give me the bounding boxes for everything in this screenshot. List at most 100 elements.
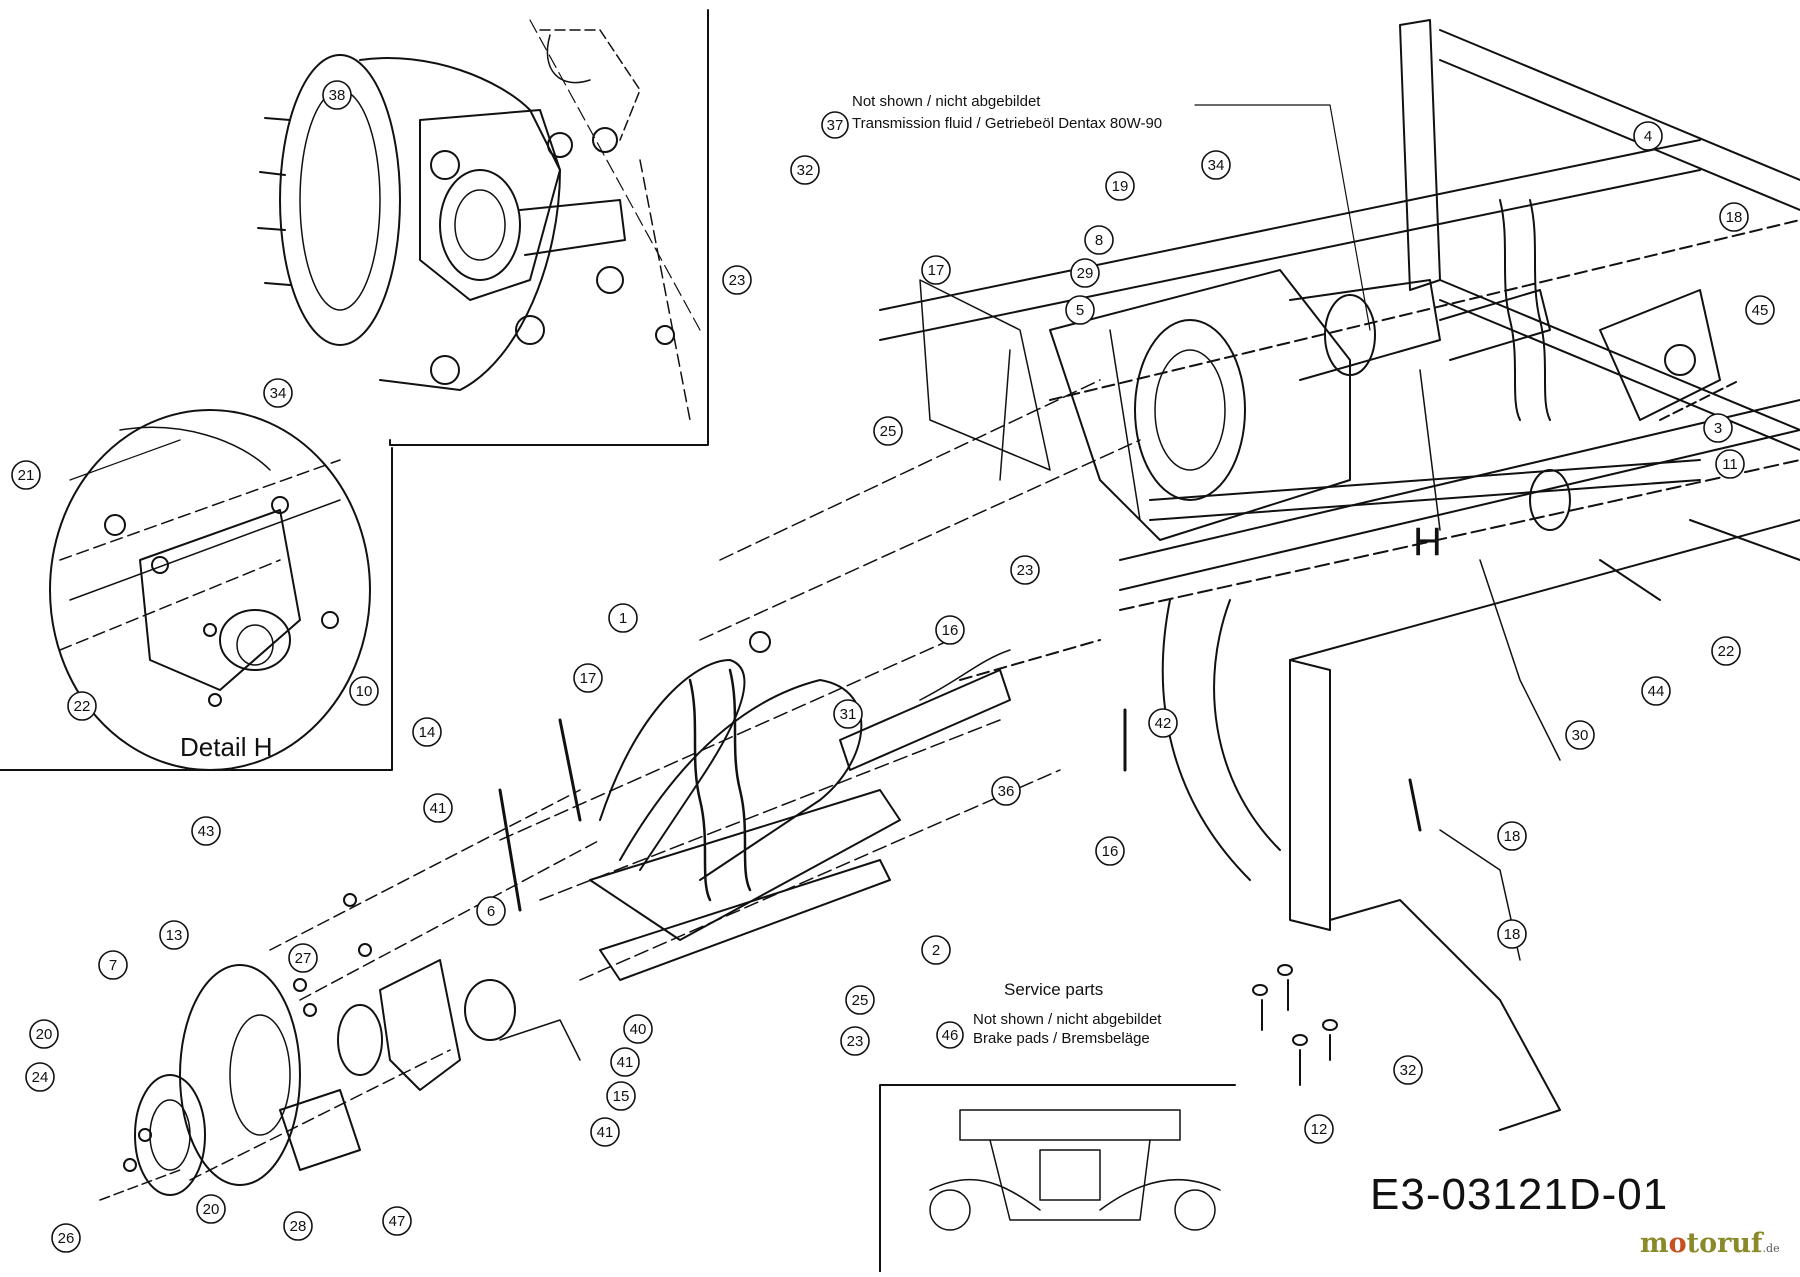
callout-number: 4 bbox=[1644, 128, 1652, 145]
callout-number: 24 bbox=[32, 1069, 49, 1086]
callout-number: 27 bbox=[295, 950, 312, 967]
callout-29: 29 bbox=[1070, 258, 1100, 288]
transmission-assembly bbox=[1049, 199, 1741, 541]
callout-23: 23 bbox=[840, 1026, 870, 1056]
callout-12: 12 bbox=[1304, 1114, 1334, 1144]
inset-detail-h bbox=[0, 409, 393, 771]
callout-16: 16 bbox=[1095, 836, 1125, 866]
callout-number: 25 bbox=[880, 423, 897, 440]
brand-logo: motoruf.de bbox=[1640, 1228, 1780, 1259]
callout-circle bbox=[288, 943, 318, 973]
callout-circle bbox=[845, 985, 875, 1015]
callout-42: 42 bbox=[1148, 708, 1178, 738]
callout-number: 12 bbox=[1311, 1121, 1328, 1138]
callout-circle bbox=[322, 80, 352, 110]
detail-h-label: Detail H bbox=[180, 732, 273, 762]
callout-circle bbox=[1641, 676, 1671, 706]
callout-8: 8 bbox=[1084, 225, 1114, 255]
callout-circle bbox=[873, 416, 903, 446]
callout-23: 23 bbox=[1010, 555, 1040, 585]
callout-number: 32 bbox=[1400, 1062, 1417, 1079]
callout-number: 26 bbox=[58, 1230, 75, 1247]
callout-number: 29 bbox=[1077, 265, 1094, 282]
callout-circle bbox=[1719, 202, 1749, 232]
callout-circle bbox=[921, 255, 951, 285]
brand-o: o bbox=[1668, 1228, 1687, 1259]
callout-number: 8 bbox=[1095, 232, 1103, 249]
callout-16: 16 bbox=[935, 615, 965, 645]
callout-22: 22 bbox=[1711, 636, 1741, 666]
callout-11: 11 bbox=[1715, 449, 1745, 479]
part-callouts: 3834212210322317193482954184531125231611… bbox=[11, 80, 1775, 1253]
callout-circle bbox=[921, 935, 951, 965]
callout-number: 22 bbox=[74, 698, 91, 715]
callout-27: 27 bbox=[288, 943, 318, 973]
callout-44: 44 bbox=[1641, 676, 1671, 706]
callout-20: 20 bbox=[29, 1019, 59, 1049]
callout-25: 25 bbox=[873, 416, 903, 446]
callout-number: 32 bbox=[797, 162, 814, 179]
callout-circle bbox=[51, 1223, 81, 1253]
callout-circle bbox=[98, 950, 128, 980]
callout-circle bbox=[423, 793, 453, 823]
brake-pads-note: Brake pads / Bremsbeläge bbox=[973, 1030, 1150, 1047]
callout-number: 30 bbox=[1572, 727, 1589, 744]
callout-41: 41 bbox=[423, 793, 453, 823]
callout-circle bbox=[606, 1081, 636, 1111]
callout-number: 2 bbox=[932, 942, 940, 959]
callout-7: 7 bbox=[98, 950, 128, 980]
callout-number: 16 bbox=[1102, 843, 1119, 860]
callout-number: 3 bbox=[1714, 420, 1722, 437]
callout-circle bbox=[1084, 225, 1114, 255]
callout-36: 36 bbox=[991, 776, 1021, 806]
callout-1: 1 bbox=[608, 603, 638, 633]
callout-15: 15 bbox=[606, 1081, 636, 1111]
callout-number: 25 bbox=[852, 992, 869, 1009]
callout-41: 41 bbox=[590, 1117, 620, 1147]
brand-suffix: .de bbox=[1762, 1242, 1780, 1255]
callout-number: 34 bbox=[1208, 157, 1225, 174]
callout-23: 23 bbox=[722, 265, 752, 295]
callout-43: 43 bbox=[191, 816, 221, 846]
callout-circle bbox=[1065, 295, 1095, 325]
callout-number: 11 bbox=[1722, 456, 1738, 473]
callout-number: 10 bbox=[356, 683, 373, 700]
callout-number: 5 bbox=[1076, 302, 1084, 319]
callout-number: 15 bbox=[613, 1088, 630, 1105]
callout-number: 13 bbox=[166, 927, 183, 944]
callout-number: 40 bbox=[630, 1021, 647, 1038]
callout-3: 3 bbox=[1703, 413, 1733, 443]
callout-circle bbox=[1304, 1114, 1334, 1144]
callout-number: 44 bbox=[1648, 683, 1665, 700]
callout-circle bbox=[25, 1062, 55, 1092]
callout-circle bbox=[623, 1014, 653, 1044]
callout-circle bbox=[11, 460, 41, 490]
brake-number-circle: 46 bbox=[936, 1021, 964, 1049]
callout-24: 24 bbox=[25, 1062, 55, 1092]
callout-circle bbox=[1201, 150, 1231, 180]
callout-32: 32 bbox=[1393, 1055, 1423, 1085]
brand-prefix: m bbox=[1640, 1228, 1669, 1259]
callout-38: 38 bbox=[322, 80, 352, 110]
callout-circle bbox=[29, 1019, 59, 1049]
callout-18: 18 bbox=[1497, 919, 1527, 949]
inset-brake-detail bbox=[257, 9, 709, 446]
callout-circle bbox=[1711, 636, 1741, 666]
callout-circle bbox=[1393, 1055, 1423, 1085]
callout-number: 18 bbox=[1504, 828, 1521, 845]
drawing-code: E3-03121D-01 bbox=[1370, 1170, 1669, 1219]
callout-number: 21 bbox=[18, 467, 35, 484]
callout-circle bbox=[608, 603, 638, 633]
not-shown-note-service: Not shown / nicht abgebildet bbox=[973, 1011, 1162, 1028]
callout-number: 17 bbox=[580, 670, 597, 687]
callout-17: 17 bbox=[573, 663, 603, 693]
fluid-number: 37 bbox=[827, 117, 844, 134]
callout-34: 34 bbox=[263, 378, 293, 408]
callout-22: 22 bbox=[67, 691, 97, 721]
callout-number: 6 bbox=[487, 903, 495, 920]
callout-30: 30 bbox=[1565, 720, 1595, 750]
callout-number: 23 bbox=[847, 1033, 864, 1050]
callout-circle bbox=[1633, 121, 1663, 151]
callout-2: 2 bbox=[921, 935, 951, 965]
